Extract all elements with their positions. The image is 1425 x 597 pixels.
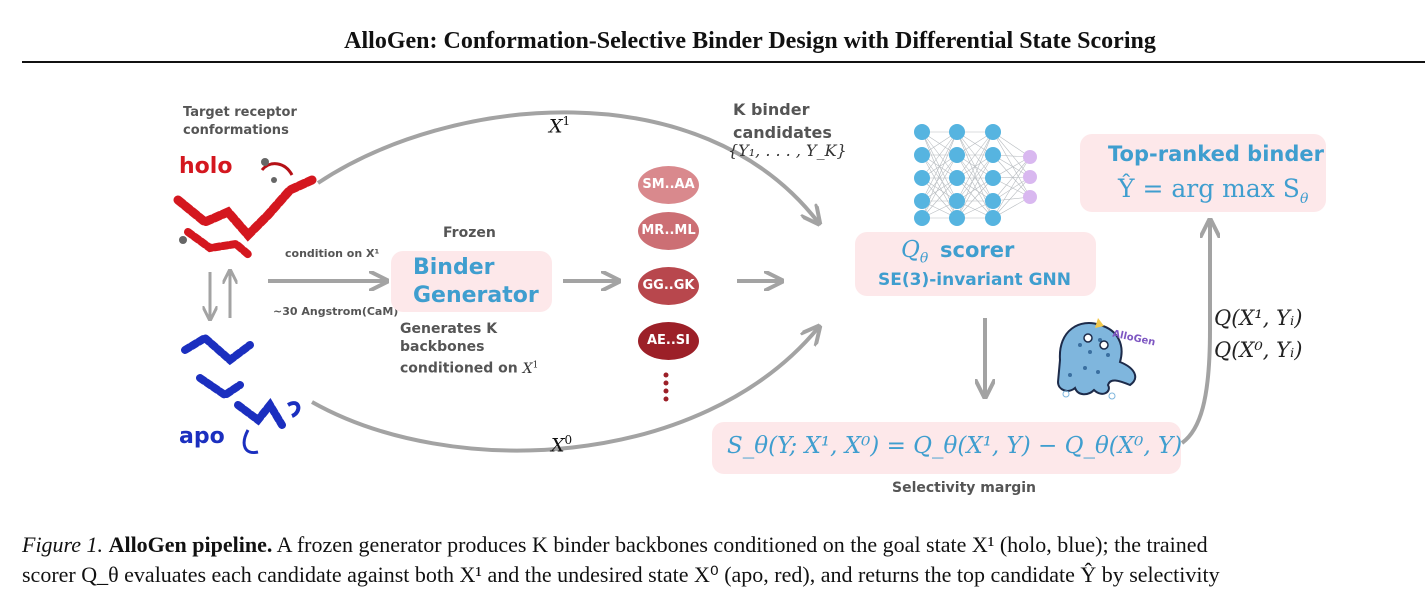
allogen-logo-icon: [1056, 318, 1137, 400]
frozen-label: Frozen: [443, 225, 496, 241]
arrow-x0-arc: [311, 328, 818, 453]
title-rule: [22, 61, 1425, 63]
holo-label: holo: [179, 154, 233, 179]
paper-title: AlloGen: Conformation-Selective Binder D…: [344, 28, 1156, 54]
arrow-margin-up: [1180, 222, 1210, 445]
generator-description: Generates K backbones conditioned on X1: [400, 321, 539, 377]
caption-line-1: Figure 1. AlloGen pipeline. A frozen gen…: [22, 532, 1208, 557]
candidate-pill: SM..AA: [638, 166, 699, 204]
x1-arc-label: X1: [549, 114, 571, 138]
distance-label: ~30 Angstrom(CaM): [273, 305, 399, 318]
candidate-pill: GG..GK: [638, 267, 699, 305]
pipeline-diagram: [173, 110, 1425, 455]
top-ranked-box: Top-ranked binder Ŷ = arg max Sθ: [1080, 134, 1326, 212]
more-candidates-icon: [663, 372, 669, 402]
selectivity-margin-formula: S_θ(Y; X¹, X⁰) = Q_θ(X¹, Y) − Q_θ(X⁰, Y): [727, 433, 1183, 459]
binder-generator-box: Binder Generator: [391, 251, 552, 312]
neural-network-icon: [914, 124, 1037, 226]
candidate-pill: AE..SI: [638, 322, 699, 360]
top-ranked-formula: Ŷ = arg max Sθ: [1118, 174, 1309, 207]
candidate-pill: MR..ML: [638, 212, 699, 250]
scorer-box: Qθ scorer SE(3)-invariant GNN: [855, 232, 1096, 296]
binder-generator-line1: Binder: [413, 255, 495, 280]
apo-protein-icon: [181, 333, 301, 455]
k-binder-candidates-label: K binder candidates: [733, 100, 832, 142]
x0-arc-label: X0: [551, 433, 573, 457]
selectivity-margin-label: Selectivity margin: [892, 480, 1037, 496]
top-ranked-label: Top-ranked binder: [1108, 142, 1324, 166]
condition-label: condition on X¹: [285, 247, 380, 260]
side-score-labels: Q(X¹, Yᵢ) Q(X⁰, Yᵢ): [1214, 306, 1303, 362]
scorer-subtitle: SE(3)-invariant GNN: [878, 270, 1072, 290]
figure-caption: Figure 1. AlloGen pipeline. A frozen gen…: [22, 530, 1425, 590]
binder-generator-line2: Generator: [413, 283, 539, 308]
apo-label: apo: [179, 424, 225, 449]
arrow-x1-arc: [316, 110, 818, 222]
scorer-title: Qθ scorer: [901, 237, 1015, 267]
selectivity-margin-box: S_θ(Y; X¹, X⁰) = Q_θ(X¹, Y) − Q_θ(X⁰, Y): [712, 422, 1183, 474]
candidate-set-formula: {Y₁, . . . , Y_K}: [728, 141, 847, 160]
target-receptor-label: Target receptor conformations: [183, 105, 297, 138]
holo-protein-icon: [173, 158, 317, 260]
caption-line-2: scorer Q_θ evaluates each candidate agai…: [22, 562, 1220, 587]
